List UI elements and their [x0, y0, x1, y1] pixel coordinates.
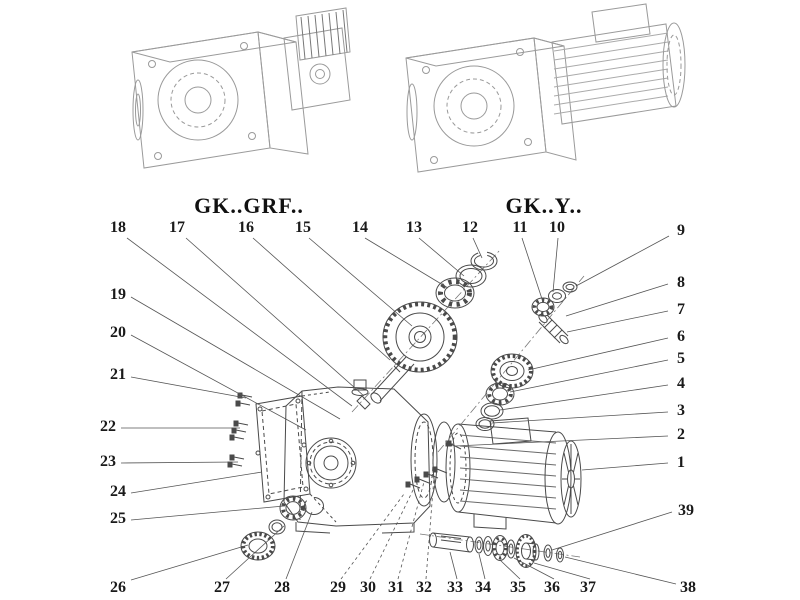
callout-27: 27	[214, 579, 230, 596]
part-input-gear-set	[351, 249, 501, 413]
callout-25: 25	[110, 510, 126, 527]
callout-24: 24	[110, 483, 126, 500]
callout-11: 11	[512, 219, 528, 236]
callout-36: 36	[544, 579, 560, 596]
part-motor-exploded	[445, 417, 582, 530]
callout-2: 2	[677, 426, 685, 443]
callout-22: 22	[100, 418, 116, 435]
callout-12: 12	[462, 219, 478, 236]
callout-5: 5	[677, 350, 685, 367]
callout-39: 39	[678, 502, 694, 519]
callout-14: 14	[352, 219, 368, 236]
model-label-y: GK..Y..	[505, 193, 583, 218]
callout-17: 17	[169, 219, 185, 236]
callout-26: 26	[110, 579, 126, 596]
callout-3: 3	[677, 402, 685, 419]
assembled-view-y	[405, 3, 686, 173]
callout-9: 9	[677, 222, 685, 239]
callout-29: 29	[330, 579, 346, 596]
assembled-view-grf	[131, 7, 351, 169]
callout-23: 23	[100, 453, 116, 470]
callout-31: 31	[388, 579, 404, 596]
callout-38: 38	[680, 579, 696, 596]
callout-6: 6	[677, 328, 685, 345]
callout-7: 7	[677, 301, 685, 318]
callout-35: 35	[510, 579, 526, 596]
callout-15: 15	[295, 219, 311, 236]
model-label-grf: GK..GRF..	[194, 193, 304, 218]
callout-32: 32	[416, 579, 432, 596]
callout-21: 21	[110, 366, 126, 383]
callout-16: 16	[238, 219, 254, 236]
part-pinion-set	[437, 275, 585, 453]
callout-13: 13	[406, 219, 422, 236]
leader-lines	[120, 235, 677, 585]
callout-19: 19	[110, 286, 126, 303]
callout-28: 28	[274, 579, 290, 596]
callout-4: 4	[677, 375, 685, 392]
part-output-shaft-set	[419, 532, 581, 568]
callout-30: 30	[360, 579, 376, 596]
callout-33: 33	[447, 579, 463, 596]
callout-10: 10	[549, 219, 565, 236]
callout-1: 1	[677, 454, 685, 471]
callout-34: 34	[475, 579, 491, 596]
callout-20: 20	[110, 324, 126, 341]
callout-37: 37	[580, 579, 596, 596]
callout-18: 18	[110, 219, 126, 236]
callout-8: 8	[677, 274, 685, 291]
